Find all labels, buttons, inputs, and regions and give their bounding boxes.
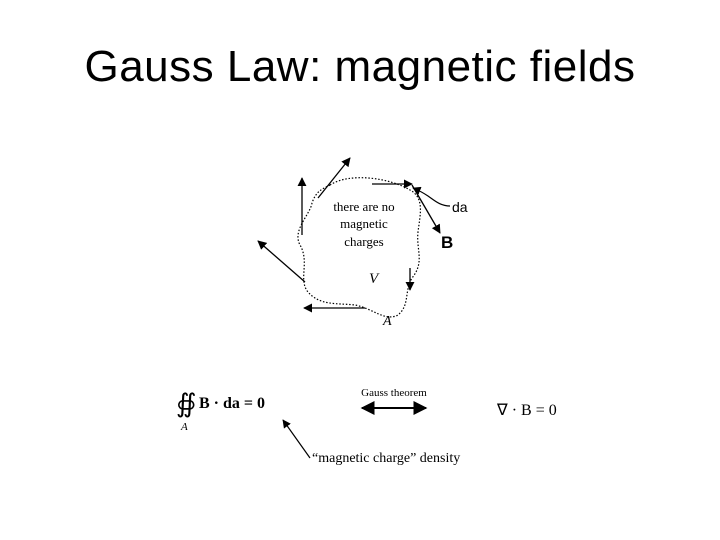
field-vectors [258, 158, 440, 308]
integral-subscript: A [180, 421, 188, 433]
center-text-line: magnetic [340, 216, 388, 231]
field-vector [412, 185, 440, 233]
field-vector [258, 241, 305, 282]
annotation-arrow [283, 420, 310, 458]
equation-left: B · da = 0 [199, 395, 265, 412]
gauss-theorem-label: Gauss theorem [361, 387, 427, 399]
da-label: da [452, 199, 468, 215]
annotation-text: “magnetic charge” density [312, 451, 460, 466]
volume-label: V [369, 271, 380, 287]
center-text-line: there are no [333, 199, 394, 214]
integral-sign: ∯ [176, 389, 197, 418]
equation-right: ∇ · B = 0 [496, 402, 557, 419]
center-text-line: charges [344, 234, 383, 249]
integral-equation: ∯ A B · da = 0 [176, 389, 265, 433]
field-label: B [441, 233, 453, 252]
surface-label: A [382, 314, 392, 329]
field-vector [318, 158, 350, 198]
